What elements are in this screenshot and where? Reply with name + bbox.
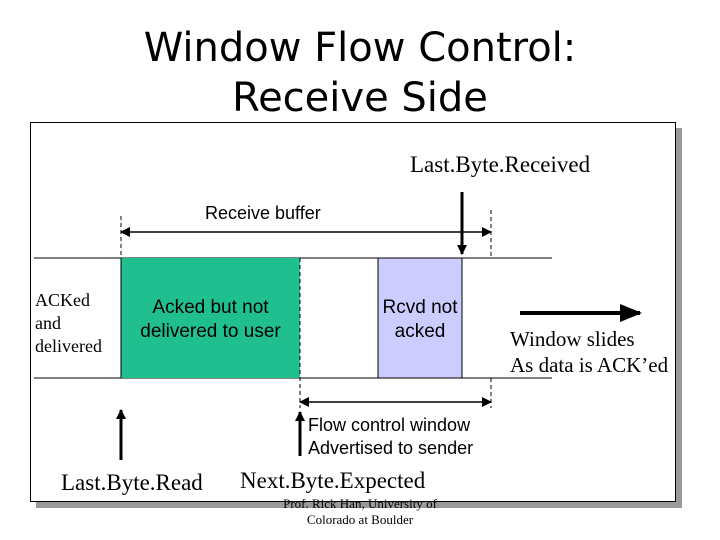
next-byte-expected-label: Next.Byte.Expected [240, 468, 426, 493]
acked-not-delivered-line: Acked but not [152, 297, 269, 318]
footer-credit-line: Colorado at Boulder [306, 512, 414, 527]
acked-delivered-line: and [35, 313, 61, 333]
receive-buffer-label: Receive buffer [205, 203, 321, 223]
window-slides-line: As data is ACK’ed [510, 353, 669, 377]
acked-delivered-line: ACKed [35, 290, 90, 310]
slide-title-line2: Receive Side [232, 75, 488, 121]
acked-not-delivered-block [121, 258, 300, 378]
acked-not-delivered-line: delivered to user [140, 321, 281, 342]
acked-delivered-label: ACKed and delivered [35, 289, 102, 358]
flow-control-window-line: Flow control window [308, 415, 471, 435]
flow-control-window-label: Flow control window Advertised to sender [308, 414, 473, 460]
slide-title-line1: Window Flow Control: [143, 25, 577, 71]
footer-credit: Prof. Rick Han, University of Colorado a… [260, 496, 460, 528]
rcvd-not-acked-line: acked [394, 321, 446, 342]
flow-control-window-line: Advertised to sender [308, 438, 474, 458]
window-slides-line: Window slides [510, 327, 635, 351]
last-byte-received-label: Last.Byte.Received [410, 152, 591, 177]
acked-delivered-line: delivered [35, 336, 102, 356]
rcvd-not-acked-label: Rcvd not acked [370, 296, 470, 344]
window-slides-label: Window slides As data is ACK’ed [510, 326, 668, 378]
acked-not-delivered-label: Acked but not delivered to user [121, 296, 300, 344]
rcvd-not-acked-block [377, 257, 463, 379]
footer-credit-line: Prof. Rick Han, University of [283, 496, 437, 511]
rcvd-not-acked-line: Rcvd not [382, 297, 458, 318]
last-byte-read-label: Last.Byte.Read [61, 470, 203, 495]
